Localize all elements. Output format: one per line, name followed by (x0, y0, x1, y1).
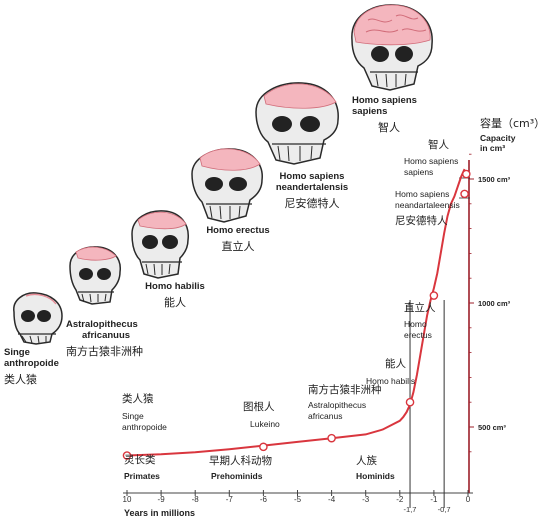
label-neander-en1: Homo sapiens (395, 189, 450, 199)
label-primate-en2: anthropoide (122, 422, 167, 432)
skull-caption-sci: Homo sapiens sapiens (352, 95, 422, 118)
skull-caption-sci: Singe anthropoide (4, 347, 74, 370)
skull-caption-zh: 类人猿 (4, 372, 37, 386)
label-erectus-en2: erectus (404, 330, 432, 340)
data-point (259, 442, 268, 452)
skull-caption-zh: 智人 (378, 120, 400, 134)
skull-caption-1: Singe anthropoide 类人猿 (4, 347, 74, 387)
skull-caption-sci-line: Astralopithecus (66, 319, 138, 330)
label-primates-en: Primates (124, 471, 160, 481)
data-point (429, 291, 439, 300)
skull-2-icon (69, 246, 121, 305)
x-axis-title: Years in millions (124, 508, 196, 518)
y-axis-title-en-text: Capacity in cm³ (480, 133, 516, 153)
x-tick-label: -8 (192, 495, 200, 504)
x-subtick-label: -0,7 (438, 505, 451, 514)
capacity-curve (126, 168, 466, 457)
x-tick-label: 10 (123, 495, 132, 504)
label-neander-zh: 尼安德特人 (395, 215, 448, 227)
skull-caption-5: Homo sapiens neandertalensis 尼安德特人 (264, 171, 360, 211)
label-primates-zh: 灵长类 (124, 454, 156, 466)
skull-caption-sci-line: Homo sapiens (279, 171, 345, 182)
skull-1-icon (13, 292, 63, 345)
y-tick-label: 1000 cm³ (478, 299, 511, 308)
skull-caption-sci: Homo sapiens neandertalensis (264, 171, 360, 194)
skull-caption-2: Astralopithecus africanuus 南方古猿非洲种 (66, 319, 166, 359)
x-tick-label: 0 (466, 495, 471, 504)
skull-caption-sci-line: africanuus (82, 329, 131, 341)
label-prehominids-zh: 早期人科动物 (209, 455, 272, 467)
data-point (461, 169, 471, 179)
label-sapiens-en2: sapiens (404, 167, 434, 177)
skull-caption-sci: Homo habilis (140, 281, 210, 293)
label-erectus-zh: 直立人 (404, 302, 436, 314)
data-point (327, 433, 336, 443)
label-australo-en2: africanus (308, 411, 343, 421)
skull-caption-4: Homo erectus 直立人 (200, 225, 276, 254)
skull-caption-6: Homo sapiens sapiens 智人 (352, 95, 422, 135)
skull-caption-sci-line: sapiens (352, 105, 388, 117)
label-sapiens-en1: Homo sapiens (404, 156, 459, 166)
data-point (122, 451, 132, 460)
x-tick-label: -2 (396, 495, 404, 504)
y-axis-title-en: Capacity in cm³ (480, 133, 524, 153)
label-habilis-zh: 能人 (385, 358, 406, 370)
skull-caption-sci-line: anthropoide (4, 357, 59, 369)
skull-caption-sci-line: Singe (4, 347, 30, 358)
skull-4-icon (191, 148, 263, 223)
label-australo-zh: 南方古猿非洲种 (308, 384, 382, 396)
x-tick-label: -5 (294, 495, 302, 504)
x-tick-label: -4 (328, 495, 336, 504)
skull-5-icon (255, 82, 339, 165)
y-tick-label: 1500 cm³ (478, 175, 511, 184)
label-erectus-en1: Homo (404, 319, 427, 329)
y-tick-label: 500 cm³ (478, 423, 506, 432)
y-axis-title-zh: 容量（cm³） (480, 117, 546, 130)
label-habilis-en: Homo habilis (366, 376, 416, 386)
label-hominids-en: Hominids (356, 471, 395, 481)
skull-caption-zh: 直立人 (221, 239, 255, 253)
skull-caption-sci-line: neandertalensis (275, 181, 349, 193)
skull-caption-zh: 南方古猿非洲种 (66, 344, 143, 358)
skull-caption-sci-line: Homo sapiens (352, 95, 417, 106)
label-lukeino-en: Lukeino (250, 419, 280, 429)
label-lukeino-zh: 图根人 (243, 401, 275, 413)
skull-6-icon (351, 4, 433, 91)
skull-caption-zh: 能人 (164, 295, 186, 309)
label-sapiens-zh: 智人 (428, 139, 449, 151)
skull-caption-sci-line: Homo habilis (145, 281, 205, 292)
x-tick-label: -6 (260, 495, 268, 504)
x-tick-label: -7 (226, 495, 234, 504)
label-australo-en1: Astralopithecus (308, 400, 367, 410)
label-prehominids-en: Prehominids (211, 471, 263, 481)
label-primate-en1: Singe (122, 411, 144, 421)
data-point (405, 397, 415, 407)
data-point (460, 189, 469, 199)
label-hominids-zh: 人族 (356, 455, 377, 467)
skull-caption-sci: Homo erectus (200, 225, 276, 237)
skull-3-icon (131, 210, 189, 279)
x-tick-label: -1 (430, 495, 438, 504)
x-subtick-label: -1,7 (404, 505, 417, 514)
x-tick-label: -3 (362, 495, 370, 504)
axis-ticks: 10 -9 -8 -7 -6 -5 -4 -3 -2 -1 0 -1,7 -0,7 500 cm³ 1000… (123, 153, 511, 514)
skull-caption-zh: 尼安德特人 (284, 196, 340, 210)
skull-caption-sci-line: Homo erectus (206, 225, 270, 236)
skull-caption-sci: Astralopithecus africanuus (66, 319, 166, 342)
data-points (122, 169, 471, 460)
label-neander-en2: neandartaleensis (395, 200, 460, 210)
skull-caption-3: Homo habilis 能人 (140, 281, 210, 310)
x-tick-label: -9 (158, 495, 166, 504)
label-primate-zh: 类人猿 (122, 393, 154, 405)
